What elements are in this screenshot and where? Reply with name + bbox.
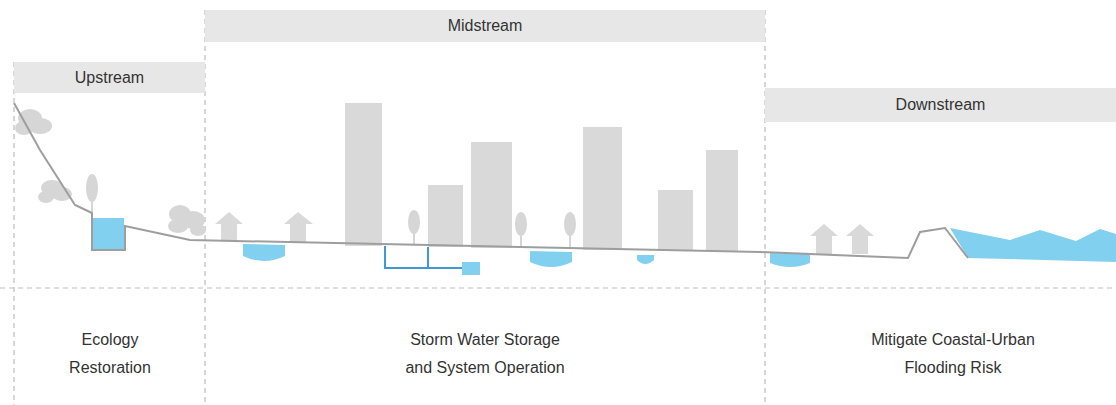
drain-pipes	[385, 246, 462, 268]
zone-goal-label: Storm Water Storage and System Operation	[395, 326, 575, 382]
ground-line	[14, 103, 968, 258]
region-title: Downstream	[896, 96, 986, 114]
zone-goal-label: Ecology Restoration	[55, 326, 165, 382]
region-dashes	[0, 10, 1116, 405]
region-title: Upstream	[75, 69, 144, 87]
region-header: Midstream	[205, 10, 765, 42]
region-header: Downstream	[765, 88, 1116, 122]
buildings	[345, 103, 738, 251]
region-title: Midstream	[448, 17, 523, 35]
trees	[15, 109, 576, 249]
water-bodies	[93, 218, 1116, 275]
region-header: Upstream	[14, 62, 205, 93]
zone-goal-label: Mitigate Coastal-Urban Flooding Risk	[853, 326, 1053, 382]
